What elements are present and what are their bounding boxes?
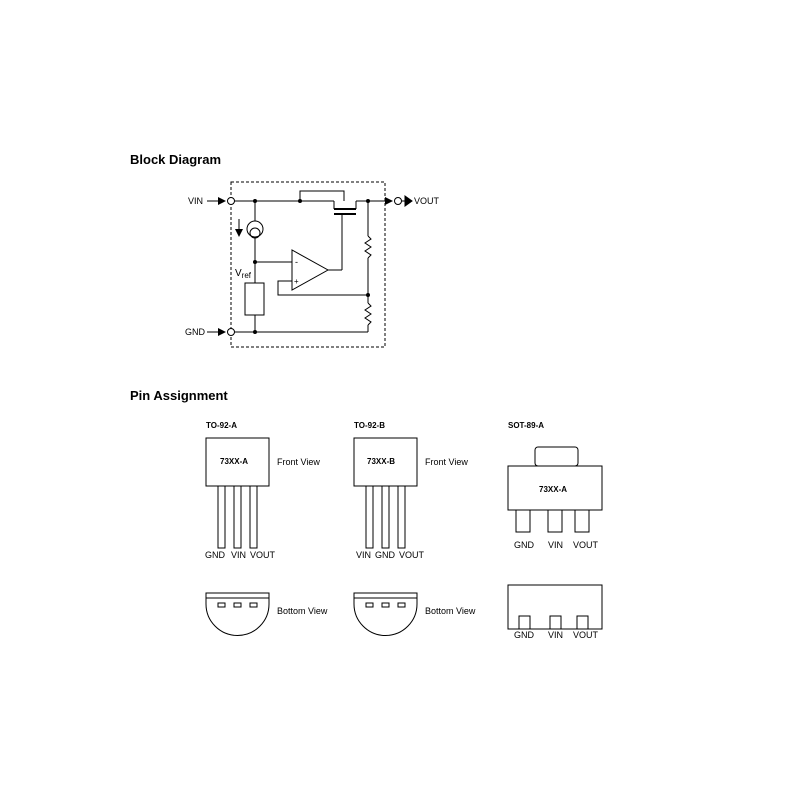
pin-assignment-heading: Pin Assignment [130,388,228,403]
vref-label: Vref [235,268,252,280]
lead-footprint [381,602,390,608]
lead [397,485,406,549]
lead [515,509,531,533]
lead-footprint [249,602,258,608]
pin-label: VIN [548,540,563,550]
lead [249,485,258,549]
pin-label: VOUT [250,550,276,560]
junction-dot [253,330,257,334]
ic-boundary [230,181,386,348]
vout-terminal [394,197,402,205]
vref-element [244,282,265,316]
lead [547,509,563,533]
block-diagram [207,181,413,348]
package-body [205,437,270,487]
package-title: TO-92-A [206,421,237,430]
lead [217,485,226,549]
lead-footprint [549,615,562,630]
package-marking: 73XX-A [220,457,248,466]
pin-label: GND [205,550,226,560]
block-diagram-labels: VIN VOUT GND Vref - + [185,196,440,337]
package-leads [365,485,406,549]
lead-footprint [365,602,374,608]
junction-dot [253,260,257,264]
pin-label: VOUT [573,630,599,640]
upper-resistor [364,235,372,259]
front-view-label: Front View [277,457,320,467]
block-diagram-heading: Block Diagram [130,152,222,167]
vout-label: VOUT [414,196,440,206]
junction-dot [366,199,370,203]
bottom-view-label: Bottom View [277,606,328,616]
package-marking: 73XX-A [539,485,567,494]
bottom-view-label: Bottom View [425,606,476,616]
gate-feed [299,190,345,201]
vref-main: V [235,268,242,279]
package-body [353,437,418,487]
bottom-view-outline [205,592,270,636]
gnd-label: GND [185,327,206,337]
lead [233,485,242,549]
vref-subscript: ref [242,271,252,280]
junction-dot [298,199,302,203]
pin-label: GND [514,540,535,550]
vin-terminal [227,197,235,205]
pin-label: GND [375,550,396,560]
package-title: TO-92-B [354,421,385,430]
lead [381,485,390,549]
error-amplifier [291,249,330,291]
vout-arrow [404,195,413,207]
lead-footprint [518,615,531,630]
junction-dot [253,199,257,203]
lead-footprint [233,602,242,608]
feedback-wire [277,280,368,296]
package-tab [534,446,579,467]
package-marking: 73XX-B [367,457,395,466]
lead-footprint [217,602,226,608]
front-view-label: Front View [425,457,468,467]
package-sot89-a: SOT-89-A 73XX-A GND VIN VOUT GND VIN VOU… [507,421,603,640]
package-leads [515,509,590,533]
lower-resistor [364,302,372,326]
opamp-plus-sign: + [294,277,299,286]
package-body [507,465,603,511]
pin-label: VIN [231,550,246,560]
opamp-minus-sign: - [295,257,298,267]
lead-footprint [576,615,589,630]
current-source [246,220,264,238]
lead [365,485,374,549]
junction-dot [366,293,370,297]
pin-label: VIN [356,550,371,560]
package-to92-a: TO-92-A 73XX-A Front View GND VIN VOUT B… [205,421,328,636]
package-to92-b: TO-92-B 73XX-B Front View VIN GND VOUT B… [353,421,476,636]
pin-label: VOUT [399,550,425,560]
package-leads [217,485,258,549]
lead [574,509,590,533]
lead-footprint [397,602,406,608]
pin-label: VOUT [573,540,599,550]
vin-label: VIN [188,196,203,206]
pin-label: VIN [548,630,563,640]
gnd-terminal [227,328,235,336]
bottom-view-outline [353,592,418,636]
package-title: SOT-89-A [508,421,544,430]
pin-label: GND [514,630,535,640]
